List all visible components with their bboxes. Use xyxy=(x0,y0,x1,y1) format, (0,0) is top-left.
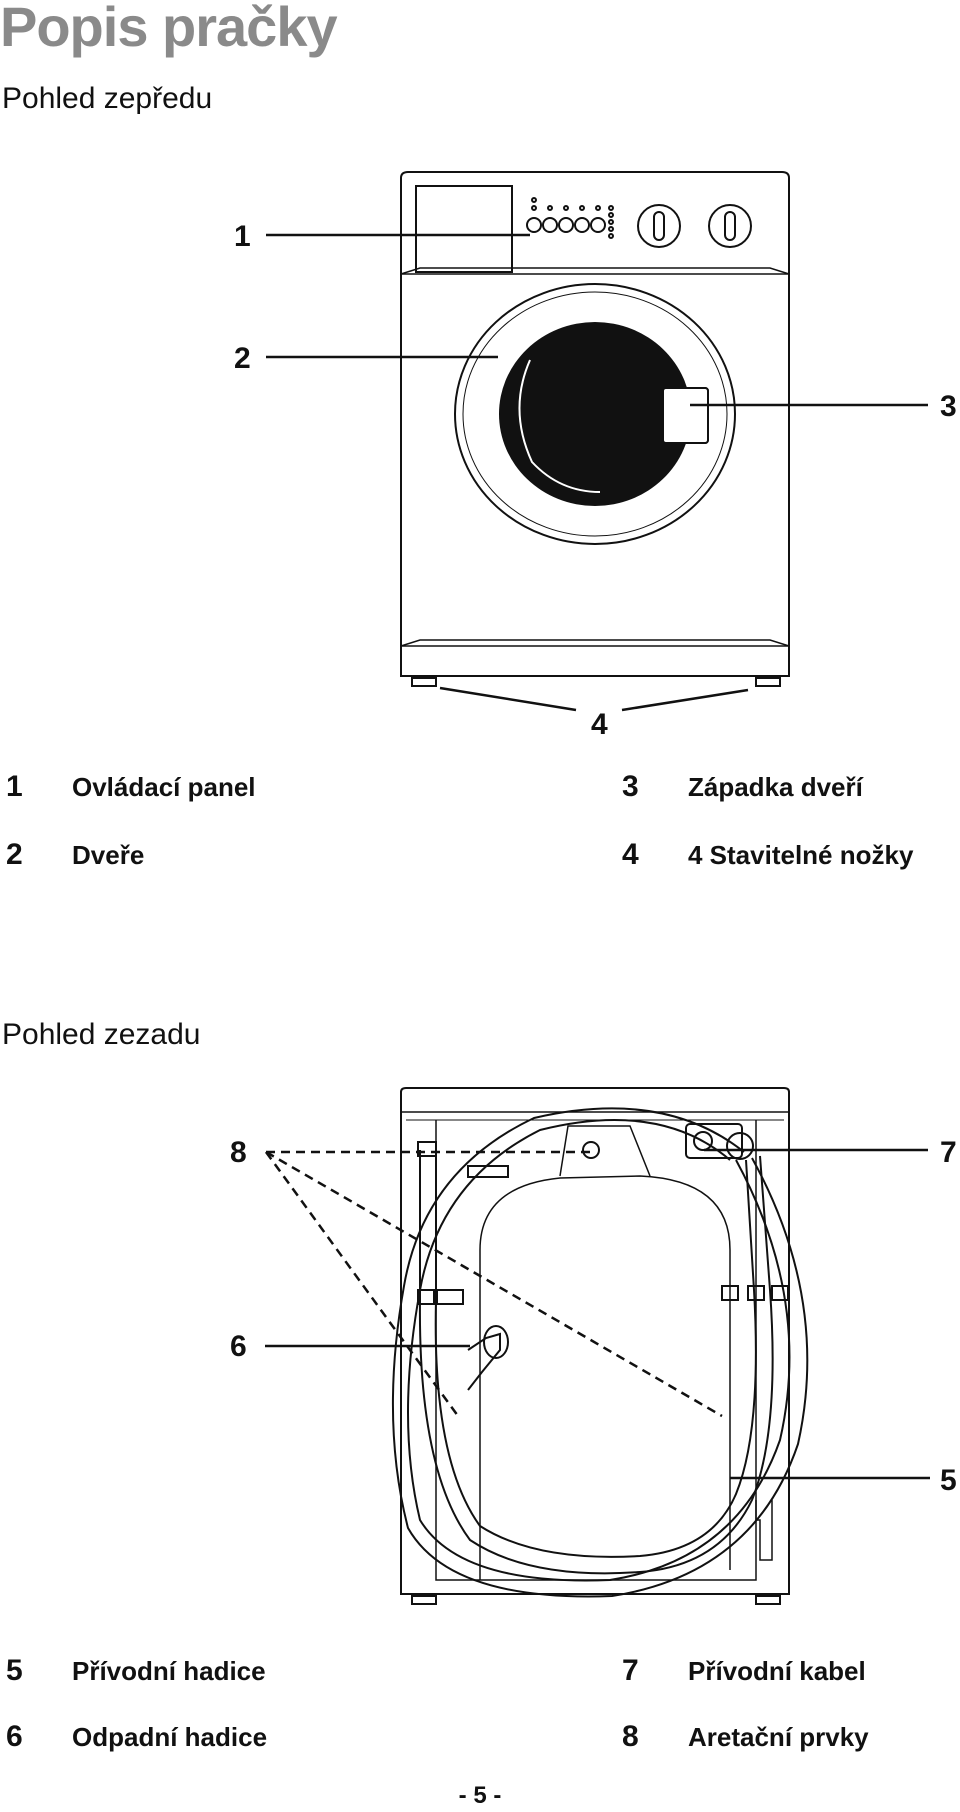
callout-4: 4 xyxy=(591,708,608,741)
door-ring xyxy=(454,283,736,545)
callout-2: 2 xyxy=(234,342,251,375)
detergent-drawer xyxy=(415,185,513,273)
leader-4-right xyxy=(621,688,749,712)
drain-elbow xyxy=(483,1325,509,1359)
callout-7: 7 xyxy=(940,1136,957,1169)
callout-1: 1 xyxy=(234,220,251,253)
callout-3: 3 xyxy=(940,390,957,423)
leader-8-c xyxy=(264,1151,460,1417)
back-view-diagram: 8 7 6 5 xyxy=(230,1087,957,1605)
control-buttons xyxy=(526,197,614,239)
front-view-heading: Pohled zepředu xyxy=(2,82,213,115)
page-number: - 5 - xyxy=(458,1782,502,1809)
callout-8: 8 xyxy=(230,1136,247,1169)
drain-hose xyxy=(418,1150,774,1575)
back-foot-left xyxy=(411,1595,437,1605)
clip-1 xyxy=(417,1141,437,1157)
foot-left xyxy=(411,677,437,687)
machine-body xyxy=(400,171,790,677)
door-glass xyxy=(499,322,691,506)
machine-back-body xyxy=(400,1087,790,1595)
leader-4-left xyxy=(439,686,577,712)
back-foot-right xyxy=(755,1595,781,1605)
callout-5: 5 xyxy=(940,1464,957,1497)
callout-6: 6 xyxy=(230,1330,247,1363)
clip-2 xyxy=(467,1165,509,1178)
foot-right xyxy=(755,677,781,687)
clip-3 xyxy=(582,1141,600,1159)
control-knobs xyxy=(637,204,752,248)
leader-8-b xyxy=(265,1150,723,1418)
back-view-heading: Pohled zezadu xyxy=(2,1018,201,1051)
page-title: Popis pračky xyxy=(0,0,338,58)
front-view-diagram: 1 2 3 4 xyxy=(234,171,957,741)
inlet-hose-outer xyxy=(407,1119,791,1582)
power-inlet xyxy=(685,1123,743,1159)
